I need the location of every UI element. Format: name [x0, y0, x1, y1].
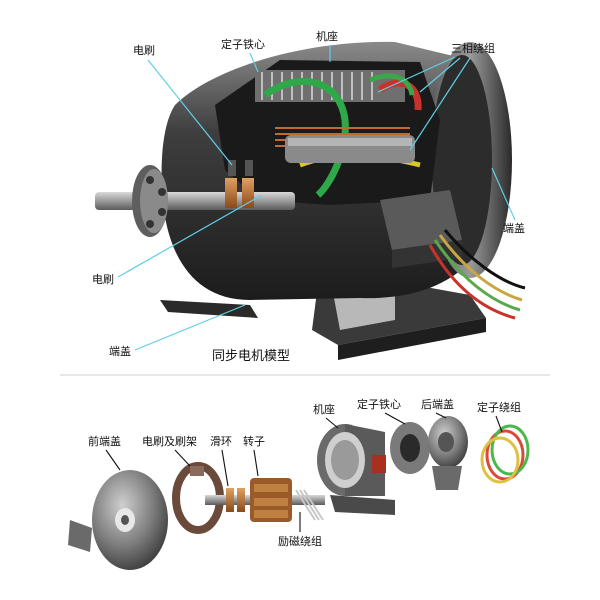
bottom-exploded-illustration	[68, 416, 530, 570]
label-frame: 机座	[313, 402, 335, 416]
bottom-leader-arrows	[105, 412, 503, 532]
label-end-cover-bottom: 端盖	[109, 344, 131, 358]
label-brush-and-holder: 电刷及刷架	[142, 435, 197, 448]
label-rear-end-cover: 后端盖	[421, 397, 454, 411]
label-front-end-cover: 前端盖	[88, 434, 121, 448]
label-end-cover-right: 端盖	[503, 221, 525, 235]
label-slip-ring: 滑环	[210, 435, 232, 448]
label-stator-winding: 定子绕组	[477, 400, 521, 414]
label-frame-top: 机座	[316, 29, 338, 43]
label-stator-core: 定子铁心	[357, 397, 401, 411]
label-brush-top: 电刷	[133, 44, 155, 57]
label-rotor: 转子	[243, 434, 265, 448]
label-brush-left: 电刷	[92, 273, 114, 286]
top-leader-lines	[117, 45, 516, 351]
top-diagram-caption: 同步电机模型	[212, 349, 290, 364]
label-three-phase-winding: 三相绕组	[451, 41, 495, 55]
top-motor-illustration	[95, 41, 526, 360]
label-field-winding: 励磁绕组	[278, 534, 322, 548]
label-stator-core-top: 定子铁心	[221, 37, 265, 51]
